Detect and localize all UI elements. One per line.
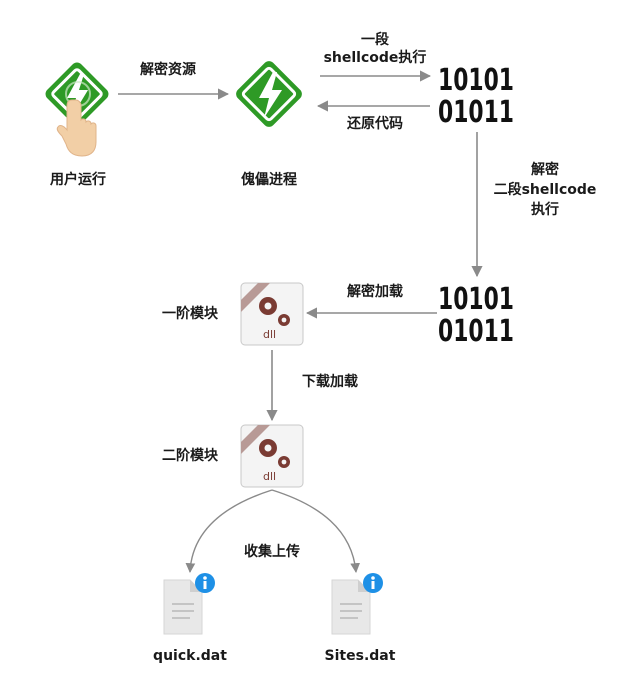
edge-label-decrypt2-2: 二段shellcode (493, 182, 597, 198)
user-run-node (36, 56, 118, 160)
quick-file-label: quick.dat (153, 648, 227, 664)
edge-label-download-load: 下载加载 (302, 374, 358, 390)
info-badge-icon (363, 573, 383, 593)
svg-text:10101: 10101 (438, 63, 514, 98)
svg-text:01011: 01011 (438, 314, 514, 345)
user-run-label: 用户运行 (50, 172, 106, 188)
edge-label-decrypt2-3: 执行 (531, 202, 559, 218)
arrow-collect-quick (185, 489, 273, 573)
svg-text:01011: 01011 (438, 95, 514, 126)
svg-text:dll: dll (263, 470, 276, 483)
svg-text:dll: dll (263, 328, 276, 341)
green-bolt-app-icon (236, 61, 302, 127)
dll-file-icon: dll (240, 424, 304, 488)
sites-file-node (328, 572, 384, 636)
stage2-module-label: 二阶模块 (162, 448, 218, 464)
binary-code-icon: 10101 01011 (438, 62, 516, 130)
sites-file-label: Sites.dat (324, 648, 396, 664)
svg-text:10101: 10101 (438, 282, 514, 317)
arrow-collect-sites (271, 489, 361, 573)
dll-file-icon: dll (240, 282, 304, 346)
edge-label-exec-shellcode-1: 一段 (361, 32, 389, 48)
binary-code-icon: 10101 01011 (438, 281, 516, 349)
edge-label-collect-upload: 收集上传 (244, 544, 300, 560)
edge-label-decrypt-resource: 解密资源 (140, 62, 196, 78)
edge-label-decrypt-load: 解密加载 (347, 284, 403, 300)
stage1-module-label: 一阶模块 (162, 306, 218, 322)
hand-pointer-icon (56, 99, 97, 157)
info-badge-icon (195, 573, 215, 593)
edge-label-decrypt2-1: 解密 (531, 162, 559, 178)
edge-label-restore-code: 还原代码 (347, 116, 403, 132)
puppet-process-label: 傀儡进程 (241, 172, 297, 188)
quick-file-node (160, 572, 216, 636)
edge-label-exec-shellcode-2: shellcode执行 (323, 50, 427, 66)
puppet-process-node (228, 54, 310, 136)
